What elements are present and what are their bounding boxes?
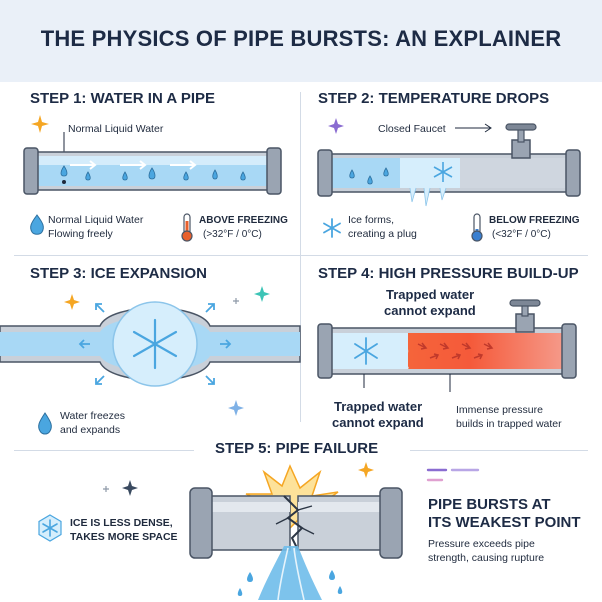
divider-horizontal <box>14 255 588 256</box>
step5-detail-line2: strength, causing rupture <box>428 552 545 564</box>
thermometer-icon <box>471 213 483 242</box>
step4-pressure-diagram <box>317 299 577 392</box>
step1-heading: STEP 1: WATER IN A PIPE <box>30 90 216 107</box>
step2-heading: STEP 2: TEMPERATURE DROPS <box>318 90 550 107</box>
step5-detail-line1: Pressure exceeds pipe <box>428 538 535 550</box>
snowflake-icon <box>354 337 378 365</box>
page-title: THE PHYSICS OF PIPE BURSTS: AN EXPLAINER <box>40 26 562 51</box>
step3-expansion-diagram <box>0 286 301 416</box>
step5-ice-line1: ICE IS LESS DENSE, <box>70 517 173 529</box>
step4-bottom-line2: cannot expand <box>332 415 424 430</box>
step4-pressure-line1: Immense pressure <box>456 404 543 416</box>
step1-callout: Normal Liquid Water <box>68 123 164 135</box>
step5-burst-line2: ITS WEAKEST POINT <box>428 514 581 531</box>
sparkle-icon <box>31 115 49 133</box>
step2-legend-line1: Ice forms, <box>348 214 395 226</box>
faucet-icon <box>509 299 541 333</box>
drop-icon <box>30 214 44 235</box>
sparkle-icon <box>328 118 344 134</box>
drop-icon <box>38 412 52 435</box>
thermometer-icon <box>181 213 193 242</box>
divider-horizontal-lower <box>14 450 194 451</box>
snowflake-icon <box>38 514 62 542</box>
step2-temp-line1: BELOW FREEZING <box>489 215 580 226</box>
step5-heading: STEP 5: PIPE FAILURE <box>215 440 379 457</box>
step1-legend-line1: Normal Liquid Water <box>48 214 144 226</box>
divider-horizontal-lower-right <box>410 450 588 451</box>
step3-legend-line2: and expands <box>60 424 121 436</box>
sparkle-icon <box>358 462 374 478</box>
divider-vertical <box>300 92 301 422</box>
step2-legend-line2: creating a plug <box>348 228 417 240</box>
sparkle-icon <box>254 286 270 302</box>
step4-top-line2: cannot expand <box>384 303 476 318</box>
step3-heading: STEP 3: ICE EXPANSION <box>30 265 207 282</box>
step4-top-line1: Trapped water <box>386 287 475 302</box>
step5-sparkles <box>103 462 480 496</box>
title-bar <box>0 0 602 82</box>
step4-heading: STEP 4: HIGH PRESSURE BUILD-UP <box>318 265 579 282</box>
snowflake-icon <box>132 318 178 370</box>
step4-bottom-line1: Trapped water <box>334 399 423 414</box>
faucet-icon <box>505 123 537 159</box>
step2-pipe-diagram <box>317 118 581 207</box>
step4-pressure-line2: builds in trapped water <box>456 418 562 430</box>
step1-legend-line2: Flowing freely <box>48 228 113 240</box>
snowflake-icon <box>323 218 341 238</box>
step1-temp-line2: (>32°F / 0°C) <box>203 229 262 240</box>
step3-legend-line1: Water freezes <box>60 410 125 422</box>
step2-temp-line2: (<32°F / 0°C) <box>492 229 551 240</box>
step1-pipe-diagram <box>23 115 282 195</box>
step2-callout: Closed Faucet <box>378 123 446 135</box>
step5-burst-line1: PIPE BURSTS AT <box>428 496 551 513</box>
step1-temp-line1: ABOVE FREEZING <box>199 215 288 226</box>
step5-burst-pipe <box>189 464 403 601</box>
snowflake-icon <box>433 162 453 182</box>
sparkle-icon <box>64 294 80 310</box>
step5-ice-line2: TAKES MORE SPACE <box>70 531 178 543</box>
sparkle-icon <box>122 480 138 496</box>
